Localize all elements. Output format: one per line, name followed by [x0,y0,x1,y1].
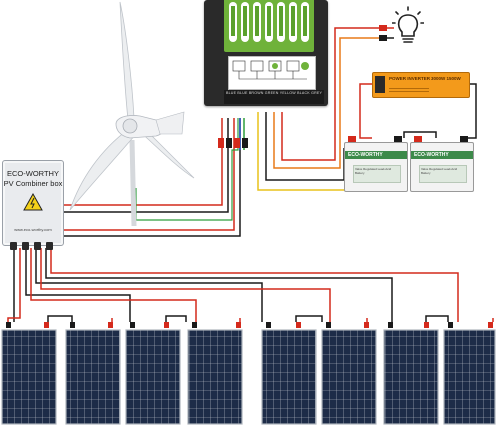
battery-subtitle: Valve Regulated Lead-Acid Battery [421,167,458,175]
inverter-rating: 3000W 1500W [431,76,461,81]
combiner-url: www.eco-worthy.com [14,227,52,232]
terminal-label: BLUE [226,91,237,95]
controller-schematic-icon [232,60,309,80]
combiner-title: PV Combiner box [3,179,63,188]
battery-brand: ECO-WORTHY [348,152,383,158]
terminal-label: BLACK [297,91,310,95]
inverter-power-label: POWER INVERTER [389,76,431,81]
controller-label-panel [224,0,314,52]
combiner-brand: ECO-WORTHY [7,169,59,178]
charge-controller: BLUE BLUE BROWN GREEN YELLOW BLACK GREY [204,0,328,106]
mc4-connectors [218,138,248,148]
battery-subtitle: Valve Regulated Lead-Acid Battery [355,167,392,175]
light-bulb-icon [392,6,424,43]
inverter-end-cap [375,76,385,93]
pv-combiner-box: ECO-WORTHY PV Combiner box www.eco-worth… [2,160,64,246]
solar-panel-icon [1,329,496,425]
battery-right: ECO-WORTHY Valve Regulated Lead-Acid Bat… [410,142,474,192]
controller-terminal-strip: BLUE BLUE BROWN GREEN YELLOW BLACK GREY [224,90,324,104]
battery-brand: ECO-WORTHY [414,152,449,158]
terminal-label: BROWN [248,91,264,95]
solar-panel-array [1,322,496,425]
terminal-label: BLUE [237,91,248,95]
inverter-icon [389,88,429,92]
battery-band [345,151,407,159]
power-inverter: POWER INVERTER 3000W 1500W [372,72,470,98]
controller-diagram-panel [228,56,316,90]
wind-turbine-icon [69,1,195,226]
battery-band [411,151,473,159]
terminal-label: GREY [311,91,323,95]
battery-left: ECO-WORTHY Valve Regulated Lead-Acid Bat… [344,142,408,192]
warning-icon [23,193,43,211]
battery-terminals [348,136,468,142]
terminal-label: GREEN [264,91,279,95]
combiner-cable-glands [10,242,53,250]
load-terminals [379,25,387,41]
terminal-label: YELLOW [279,91,296,95]
